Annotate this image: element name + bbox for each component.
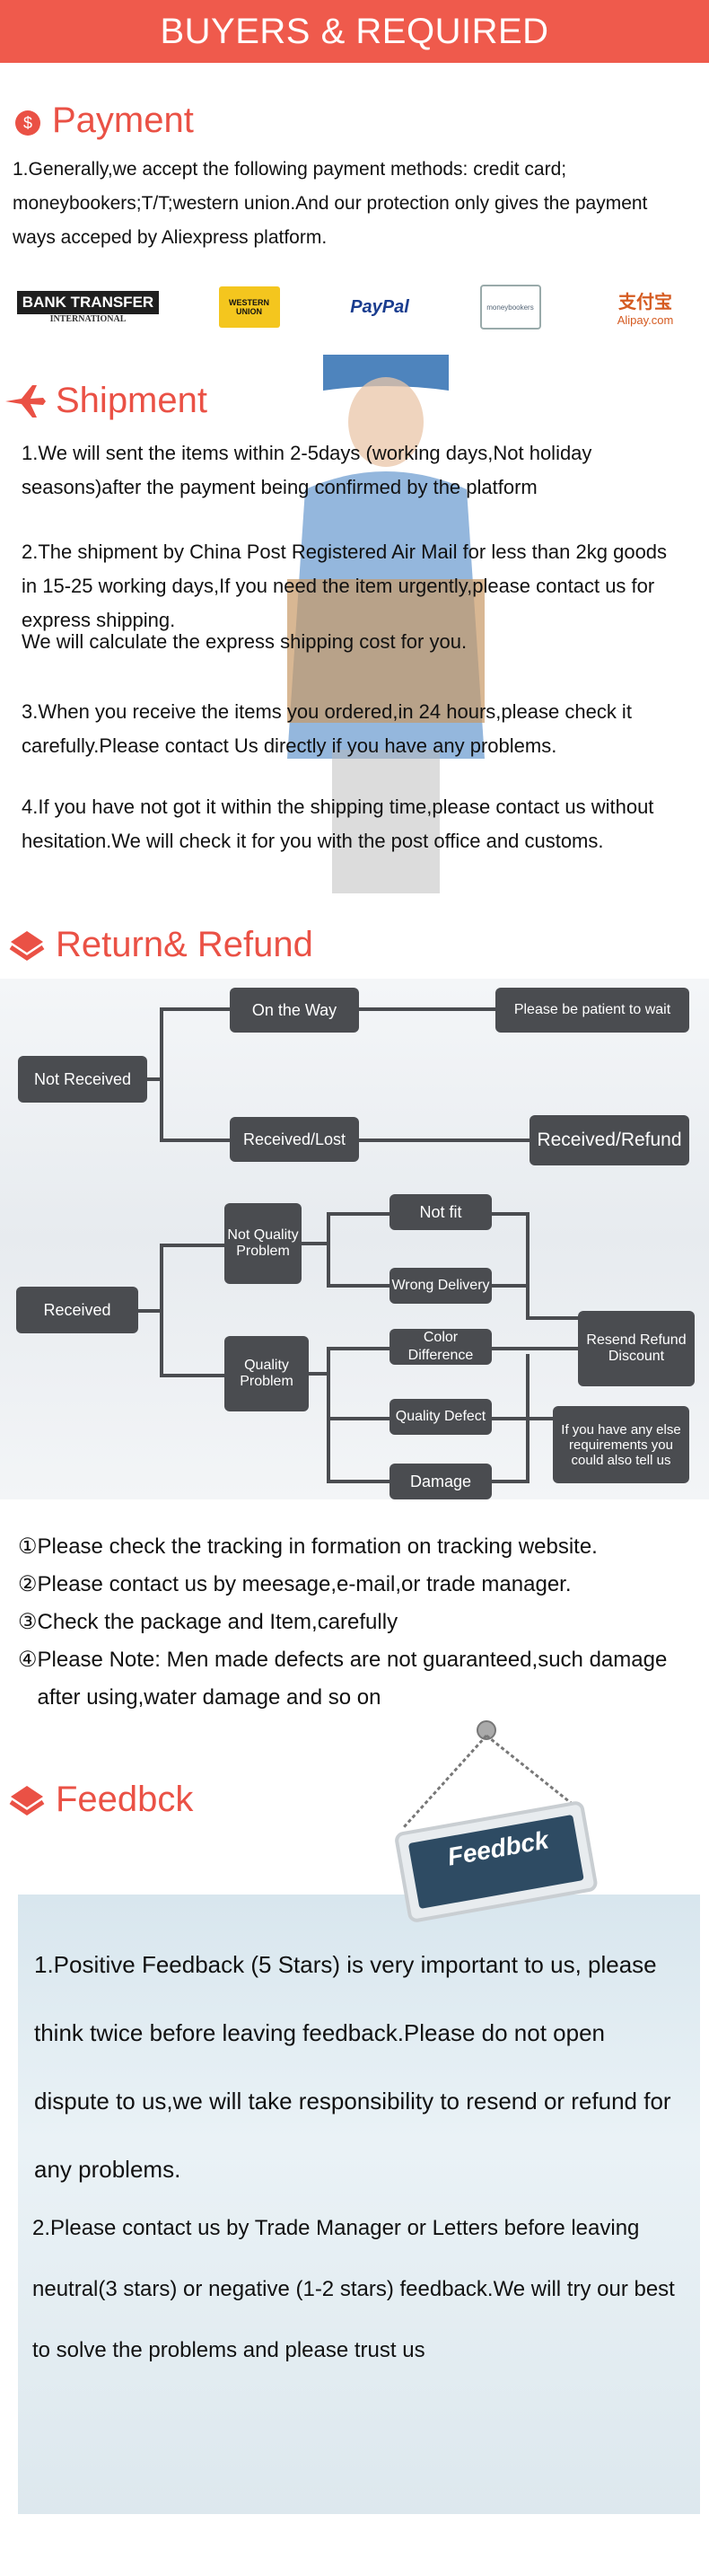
western-union-logo: WESTERN UNION <box>218 286 280 328</box>
node-received-lost: Received/Lost <box>230 1117 359 1162</box>
node-quality-problem: Quality Problem <box>224 1336 309 1411</box>
paypal-logo: PayPal <box>350 296 409 317</box>
node-other-requirements: If you have any else requirements you co… <box>553 1406 689 1483</box>
payment-text: 1.Generally,we accept the following paym… <box>13 159 648 248</box>
feedback-paragraph-2: 2.Please contact us by Trade Manager or … <box>32 2216 675 2362</box>
refund-heading: Return& Refund <box>7 925 313 965</box>
node-received-refund: Received/Refund <box>530 1115 689 1165</box>
feedback-box-icon <box>9 1785 45 1816</box>
feedback-paragraph-1: 1.Positive Feedback (5 Stars) is very im… <box>34 1951 671 2183</box>
node-be-patient: Please be patient to wait <box>495 988 689 1033</box>
node-wrong-delivery: Wrong Delivery <box>390 1268 492 1304</box>
node-resend-refund-discount: Resend Refund Discount <box>578 1311 695 1386</box>
bank-transfer-logo: BANK TRANSFER INTERNATIONAL <box>13 285 163 330</box>
hanging-sign-graphic <box>395 1720 598 1922</box>
feedback-panel <box>18 1895 700 2514</box>
feedback-title: Feedbck <box>56 1780 194 1819</box>
shipment-item-2-note: We will calculate the express shipping c… <box>22 630 468 653</box>
node-damage: Damage <box>390 1464 492 1499</box>
moneybookers-logo: moneybookers <box>479 285 541 330</box>
svg-text:$: $ <box>23 114 32 132</box>
shipment-item-4: 4.If you have not got it within the ship… <box>22 796 654 852</box>
node-not-fit: Not fit <box>390 1194 492 1230</box>
payment-logos: BANK TRANSFER INTERNATIONAL WESTERN UNIO… <box>13 280 695 334</box>
shipment-item-1: 1.We will sent the items within 2-5days … <box>22 442 592 498</box>
node-received: Received <box>16 1287 138 1333</box>
node-not-quality-problem: Not Quality Problem <box>224 1203 302 1284</box>
node-quality-defect: Quality Defect <box>390 1399 492 1435</box>
shipment-title: Shipment <box>56 381 207 420</box>
page-title: BUYERS & REQUIRED <box>0 0 709 63</box>
return-box-icon <box>9 930 45 961</box>
shipment-heading: Shipment <box>4 381 207 421</box>
shipment-item-3: 3.When you receive the items you ordered… <box>22 700 632 757</box>
payment-heading: $ Payment <box>13 101 194 141</box>
alipay-logo: 支付宝 Alipay.com <box>617 293 674 327</box>
refund-title: Return& Refund <box>56 925 313 964</box>
delivery-man-image <box>269 350 503 893</box>
node-not-received: Not Received <box>18 1056 147 1103</box>
node-on-the-way: On the Way <box>230 988 359 1033</box>
payment-title: Payment <box>52 101 194 140</box>
airplane-icon <box>5 384 46 418</box>
feedback-heading: Feedbck <box>7 1780 193 1820</box>
money-bag-icon: $ <box>15 110 40 136</box>
shipment-item-2: 2.The shipment by China Post Registered … <box>22 541 668 631</box>
feedback-sign: Feedbck <box>386 1719 610 1935</box>
node-color-difference: Color Difference <box>390 1329 492 1365</box>
